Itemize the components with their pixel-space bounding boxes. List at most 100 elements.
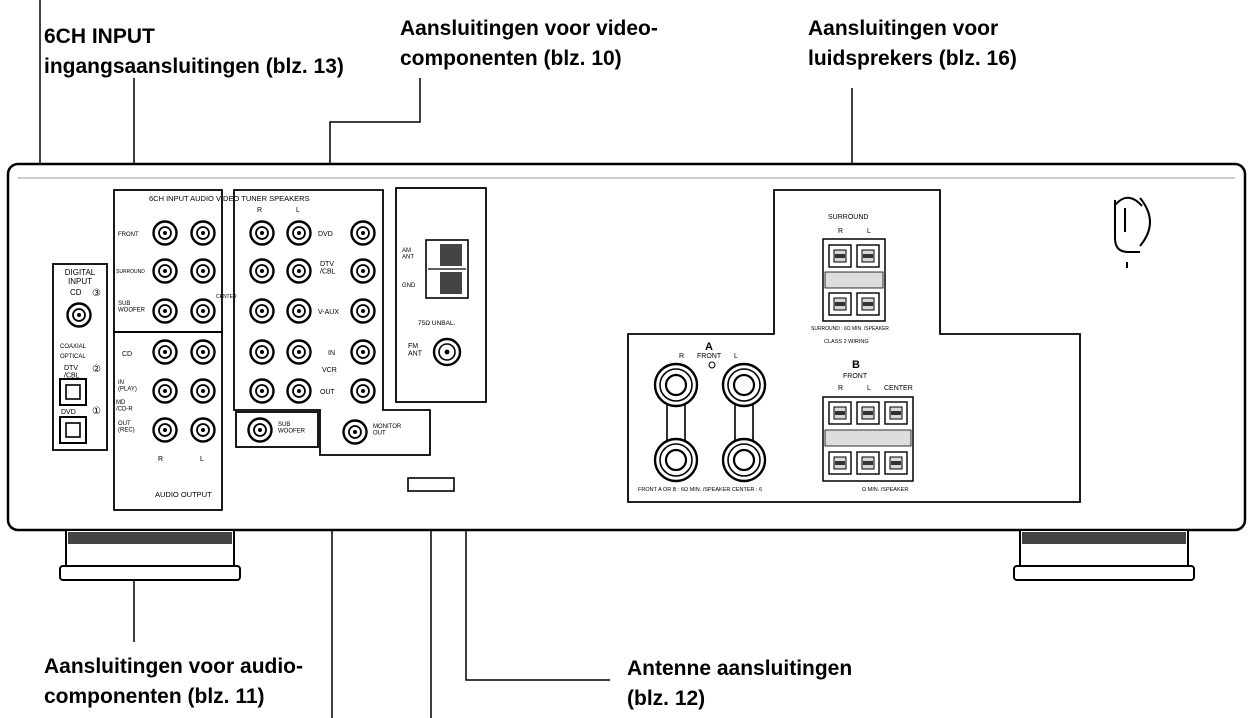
in-play-label: IN(PLAY) [118, 380, 137, 393]
vcr-out-l-jack[interactable] [286, 378, 312, 404]
callout-video-components: Aansluitingen voor video- componenten (b… [400, 17, 658, 70]
vaux-audio-l-jack[interactable] [286, 298, 312, 324]
audio-components-section: CD IN(PLAY) MD/CD-R OUT(REC) R L AUDIO O… [116, 339, 216, 499]
dvd-audio-l-jack[interactable] [286, 220, 312, 246]
b-front-r-mark: R [838, 385, 843, 392]
unbal-label: 75Ω UNBAL. [418, 320, 456, 327]
vaux-audio-r-jack[interactable] [249, 298, 275, 324]
surround-l-mark: L [867, 228, 871, 235]
surround-r-minus-terminal[interactable] [828, 292, 852, 316]
cd-label: CD [122, 351, 132, 358]
r-mark-audio: R [158, 456, 163, 463]
md-out-l-jack[interactable] [190, 417, 216, 443]
b-front-label: FRONT [843, 373, 868, 380]
dtv-cbl-optical-jack[interactable] [59, 378, 87, 406]
am-terminal[interactable] [440, 244, 462, 266]
circle-3-label: ③ [92, 288, 101, 299]
b-front-l-mark: L [867, 385, 871, 392]
dtv-cbl-optical-label: DTV/CBL [64, 365, 80, 380]
monitor-out-jack[interactable] [342, 419, 368, 445]
min-speaker-label: Ω MIN. /SPEAKER [862, 487, 908, 493]
dvd-audio-r-jack[interactable] [249, 220, 275, 246]
dvd-video-jack[interactable] [350, 220, 376, 246]
vaux-video-jack[interactable] [350, 298, 376, 324]
6ch-subwoofer-jack[interactable] [152, 298, 178, 324]
l-mark-audio: L [200, 456, 204, 463]
a-front-l-mark: L [734, 353, 738, 360]
md-in-l-jack[interactable] [190, 378, 216, 404]
optical-label: OPTICAL [60, 354, 86, 360]
surround-impedance-label: SURROUND : 6Ω MIN. /SPEAKER [811, 326, 889, 332]
front-a-l-post-pair[interactable] [721, 362, 767, 483]
6ch-front-r-jack[interactable] [152, 220, 178, 246]
sp-surround-label: SURROUND [828, 214, 868, 221]
cd-digital-label: CD [70, 288, 82, 297]
surround-l-plus-terminal[interactable] [856, 244, 880, 268]
gnd-label: GND [402, 283, 416, 289]
md-out-r-jack[interactable] [152, 417, 178, 443]
vcr-out-r-jack[interactable] [249, 378, 275, 404]
fm-antenna-jack[interactable] [432, 337, 462, 367]
b-center-label: CENTER [884, 385, 913, 392]
vcr-in-label: IN [328, 350, 335, 357]
callout-antenna: Antenne aansluitingen (blz. 12) [627, 657, 853, 710]
a-front-r-mark: R [679, 353, 684, 360]
v-aux-label: V-AUX [318, 309, 339, 316]
dtv-cbl-label: DTV/CBL [320, 261, 336, 276]
vcr-out-video-jack[interactable] [350, 378, 376, 404]
6ch-surround-l-jack[interactable] [190, 258, 216, 284]
surround-r-mark: R [838, 228, 843, 235]
audio-output-label: AUDIO OUTPUT [155, 490, 212, 499]
dtv-audio-l-jack[interactable] [286, 258, 312, 284]
surround-l-minus-terminal[interactable] [856, 292, 880, 316]
group-header: 6CH INPUT AUDIO VIDEO TUNER SPEAKERS [149, 194, 310, 203]
a-front-label: FRONT [697, 353, 722, 360]
front-a-r-post-pair[interactable] [653, 362, 699, 483]
center-minus-terminal[interactable] [884, 451, 908, 475]
callout-audio-components: Aansluitingen voor audio- componenten (b… [44, 655, 304, 708]
surround-r-plus-terminal[interactable] [828, 244, 852, 268]
6ch-front-l-jack[interactable] [190, 220, 216, 246]
speakers-section: SURROUND R L SURROUND : 6Ω MIN. /SPEAKER… [638, 214, 914, 493]
subwoofer-out-jack[interactable] [247, 417, 273, 443]
6ch-surround-r-jack[interactable] [152, 258, 178, 284]
cd-l-jack[interactable] [190, 339, 216, 365]
front-b-l-plus-terminal[interactable] [856, 401, 880, 425]
front-impedance-label: FRONT A OR B : 6Ω MIN. /SPEAKER CENTER :… [638, 487, 762, 493]
power-cord-icon [1114, 196, 1151, 268]
vcr-label: VCR [322, 367, 337, 374]
vcr-in-video-jack[interactable] [350, 339, 376, 365]
vcr-in-l-jack[interactable] [286, 339, 312, 365]
dvd-optical-jack[interactable] [59, 416, 87, 444]
vcr-in-r-jack[interactable] [249, 339, 275, 365]
front-b-r-plus-terminal[interactable] [828, 401, 852, 425]
class2-label: CLASS 2 WIRING [824, 339, 869, 345]
dvd-label: DVD [318, 231, 333, 238]
dtv-audio-r-jack[interactable] [249, 258, 275, 284]
cd-coaxial-jack[interactable] [66, 302, 92, 328]
b-label: B [852, 359, 860, 371]
callout-speakers: Aansluitingen voor luidsprekers (blz. 16… [808, 17, 1017, 70]
front-b-r-minus-terminal[interactable] [828, 451, 852, 475]
front-b-l-minus-terminal[interactable] [856, 451, 880, 475]
center-plus-terminal[interactable] [884, 401, 908, 425]
6ch-center-jack[interactable] [190, 298, 216, 324]
out-rec-label: OUT(REC) [118, 421, 135, 434]
a-label: A [705, 341, 713, 353]
circle-2-label: ② [92, 364, 101, 375]
cd-r-jack[interactable] [152, 339, 178, 365]
md-in-r-jack[interactable] [152, 378, 178, 404]
center-label: CENTER [216, 294, 237, 300]
gnd-terminal[interactable] [440, 272, 462, 294]
dtv-video-jack[interactable] [350, 258, 376, 284]
coaxial-label: COAXIAL [60, 344, 87, 350]
